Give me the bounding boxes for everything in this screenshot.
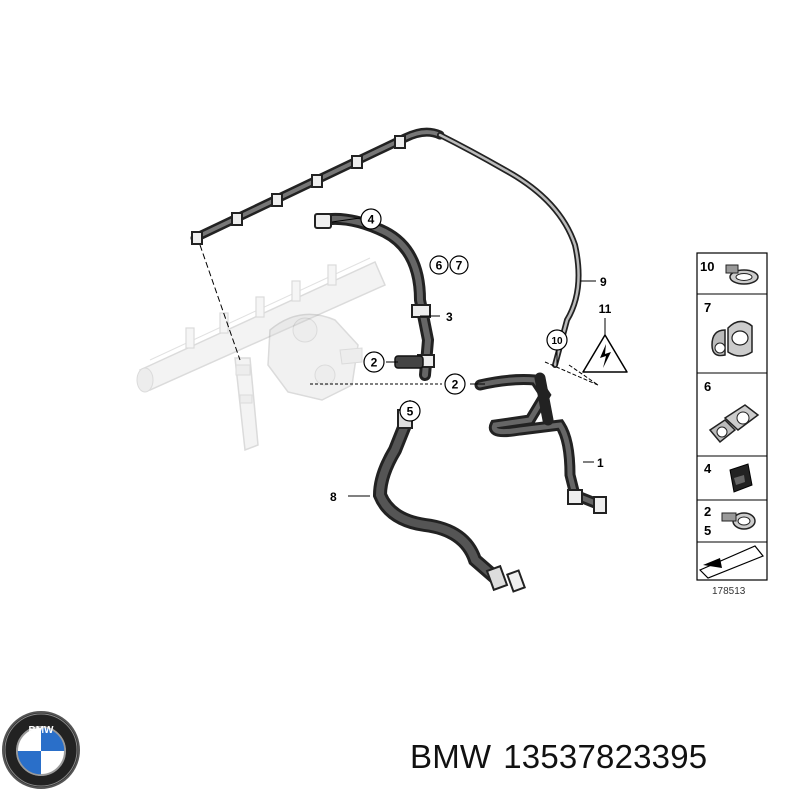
svg-text:5: 5 [407,405,414,419]
callout-2-right: 2 [444,373,466,395]
parts-legend: 10 7 6 [696,252,768,597]
callout-8: 8 [330,490,337,504]
svg-text:2: 2 [371,356,378,370]
callout-5: 5 [399,400,421,422]
svg-text:7: 7 [704,300,711,315]
hose-8 [372,409,526,593]
callout-10: 10 [546,329,568,351]
bmw-logo-icon: BMW [2,711,80,789]
legend-row-7: 7 [704,300,753,357]
hose-clamp-icon [725,264,759,285]
connector-pipe [394,355,424,369]
svg-text:3: 3 [446,310,453,324]
pipe-clip-icon [708,404,760,444]
callout-4: 4 [360,208,382,230]
svg-text:BMW: BMW [29,725,55,736]
high-pressure-pump-ghost [267,313,363,401]
svg-text:8: 8 [330,490,337,504]
rubber-grommet-icon [729,463,753,493]
svg-text:9: 9 [600,275,607,289]
legend-row-2-5: 2 5 [704,504,756,538]
svg-text:2: 2 [452,378,459,392]
brand-name: BMW [410,738,492,775]
svg-text:4: 4 [368,213,375,227]
callout-6: 6 [429,255,449,275]
diagram-id: 178513 [712,586,746,597]
legend-row-10: 10 [700,259,759,285]
svg-text:6: 6 [436,259,443,273]
legend-row-6: 6 [704,379,760,444]
fuel-rail-ghost [136,257,386,393]
callout-11: 11 [599,302,612,316]
arrow-symbol-icon [698,545,764,579]
svg-text:7: 7 [456,259,463,273]
svg-text:4: 4 [704,461,712,476]
callout-3: 3 [446,310,453,324]
svg-text:10: 10 [700,259,714,274]
injector-ghost [234,357,259,452]
callout-7: 7 [449,255,469,275]
electrical-warning-icon [582,334,628,373]
part-number: 13537823395 [503,738,708,775]
callout-2-left: 2 [363,351,385,373]
svg-text:6: 6 [704,379,711,394]
leak-off-line [190,127,445,361]
legend-row-4: 4 [704,461,753,493]
double-pipe-holder-icon [711,320,753,357]
spring-clamp-icon [721,512,756,530]
svg-text:5: 5 [704,523,711,538]
svg-text:1: 1 [597,456,604,470]
callout-9: 9 [600,275,607,289]
hose-1 [474,372,607,514]
part-caption: BMW 13537823395 [410,738,719,776]
svg-text:10: 10 [551,336,563,347]
svg-text:2: 2 [704,504,711,519]
svg-text:11: 11 [599,302,612,316]
callout-1: 1 [597,456,604,470]
return-line-9 [437,132,582,368]
